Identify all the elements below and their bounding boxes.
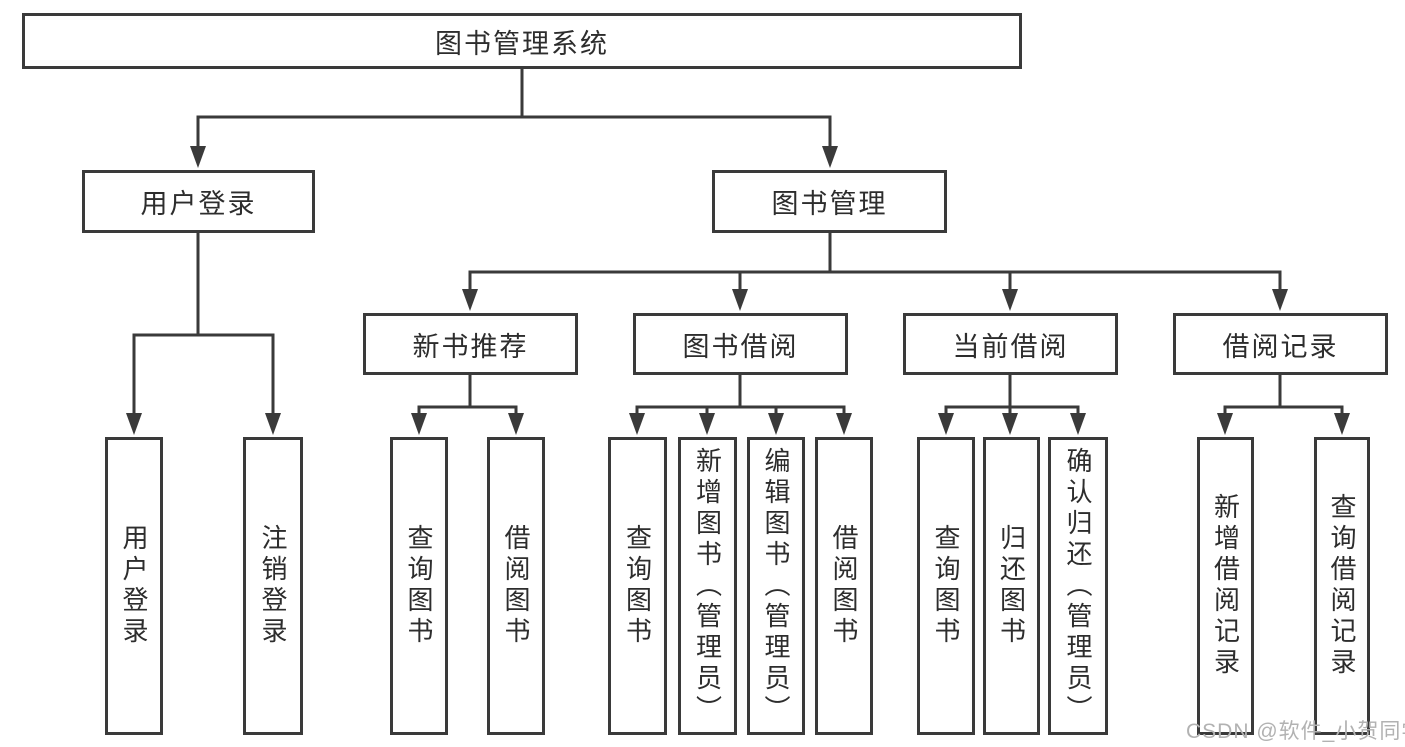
node-label: 图书管理	[771, 189, 888, 219]
node-leaf-add-borrow-record: 新增借阅记录	[1197, 437, 1254, 735]
node-book-management: 图书管理	[712, 170, 947, 233]
node-label: 用户登录	[140, 189, 257, 219]
node-label: 借阅图书	[501, 524, 531, 648]
connector-root-to-level2	[196, 69, 832, 150]
node-label: 注销登录	[258, 524, 288, 648]
node-label: 借阅记录	[1222, 331, 1339, 362]
node-leaf-query-borrow-record: 查询借阅记录	[1314, 437, 1370, 735]
node-label: 查询图书	[622, 524, 653, 648]
connector-bookmgmt-to-level3	[468, 233, 1282, 293]
node-library-system-root: 图书管理系统	[22, 13, 1022, 69]
node-label: 归还图书	[996, 524, 1027, 648]
node-borrow-records: 借阅记录	[1173, 313, 1388, 375]
node-leaf-borrow-books-recommend: 借阅图书	[487, 437, 545, 735]
node-label: 编辑图书（管理员）	[761, 446, 791, 726]
connector-newbook-to-children	[417, 375, 518, 417]
node-leaf-query-books-borrow: 查询图书	[608, 437, 667, 735]
node-leaf-query-books-recommend: 查询图书	[390, 437, 448, 735]
node-current-borrow: 当前借阅	[903, 313, 1118, 375]
node-leaf-logout: 注销登录	[243, 437, 303, 735]
node-label: 图书借阅	[682, 331, 799, 362]
connector-userlogin-to-children	[132, 233, 275, 417]
node-leaf-confirm-return-admin: 确认归还（管理员）	[1048, 437, 1108, 735]
node-book-borrow: 图书借阅	[633, 313, 848, 375]
node-label: 图书管理系统	[435, 28, 609, 59]
node-label: 查询图书	[404, 524, 434, 648]
connector-bookborrow-to-children	[635, 375, 846, 417]
node-leaf-user-login: 用户登录	[105, 437, 163, 735]
node-label: 借阅图书	[829, 524, 859, 648]
node-label: 当前借阅	[952, 331, 1069, 362]
connector-borrowrecords-to-children	[1223, 375, 1344, 417]
watermark: CSDN @软件_小贺同学	[1186, 720, 1405, 743]
node-leaf-return-book: 归还图书	[983, 437, 1040, 735]
node-new-book-recommend: 新书推荐	[363, 313, 578, 375]
node-leaf-add-book-admin: 新增图书（管理员）	[678, 437, 737, 735]
node-user-login: 用户登录	[82, 170, 315, 233]
node-leaf-query-books-current: 查询图书	[917, 437, 975, 735]
connector-currentborrow-to-children	[944, 375, 1080, 417]
node-label: 查询图书	[931, 524, 961, 648]
node-label: 确认归还（管理员）	[1063, 446, 1093, 726]
node-label: 新增借阅记录	[1210, 493, 1241, 679]
node-label: 新增图书（管理员）	[692, 446, 723, 726]
node-label: 用户登录	[119, 524, 149, 648]
node-leaf-edit-book-admin: 编辑图书（管理员）	[747, 437, 805, 735]
node-leaf-borrow-books: 借阅图书	[815, 437, 873, 735]
node-label: 新书推荐	[412, 331, 529, 362]
node-label: 查询借阅记录	[1327, 493, 1357, 679]
